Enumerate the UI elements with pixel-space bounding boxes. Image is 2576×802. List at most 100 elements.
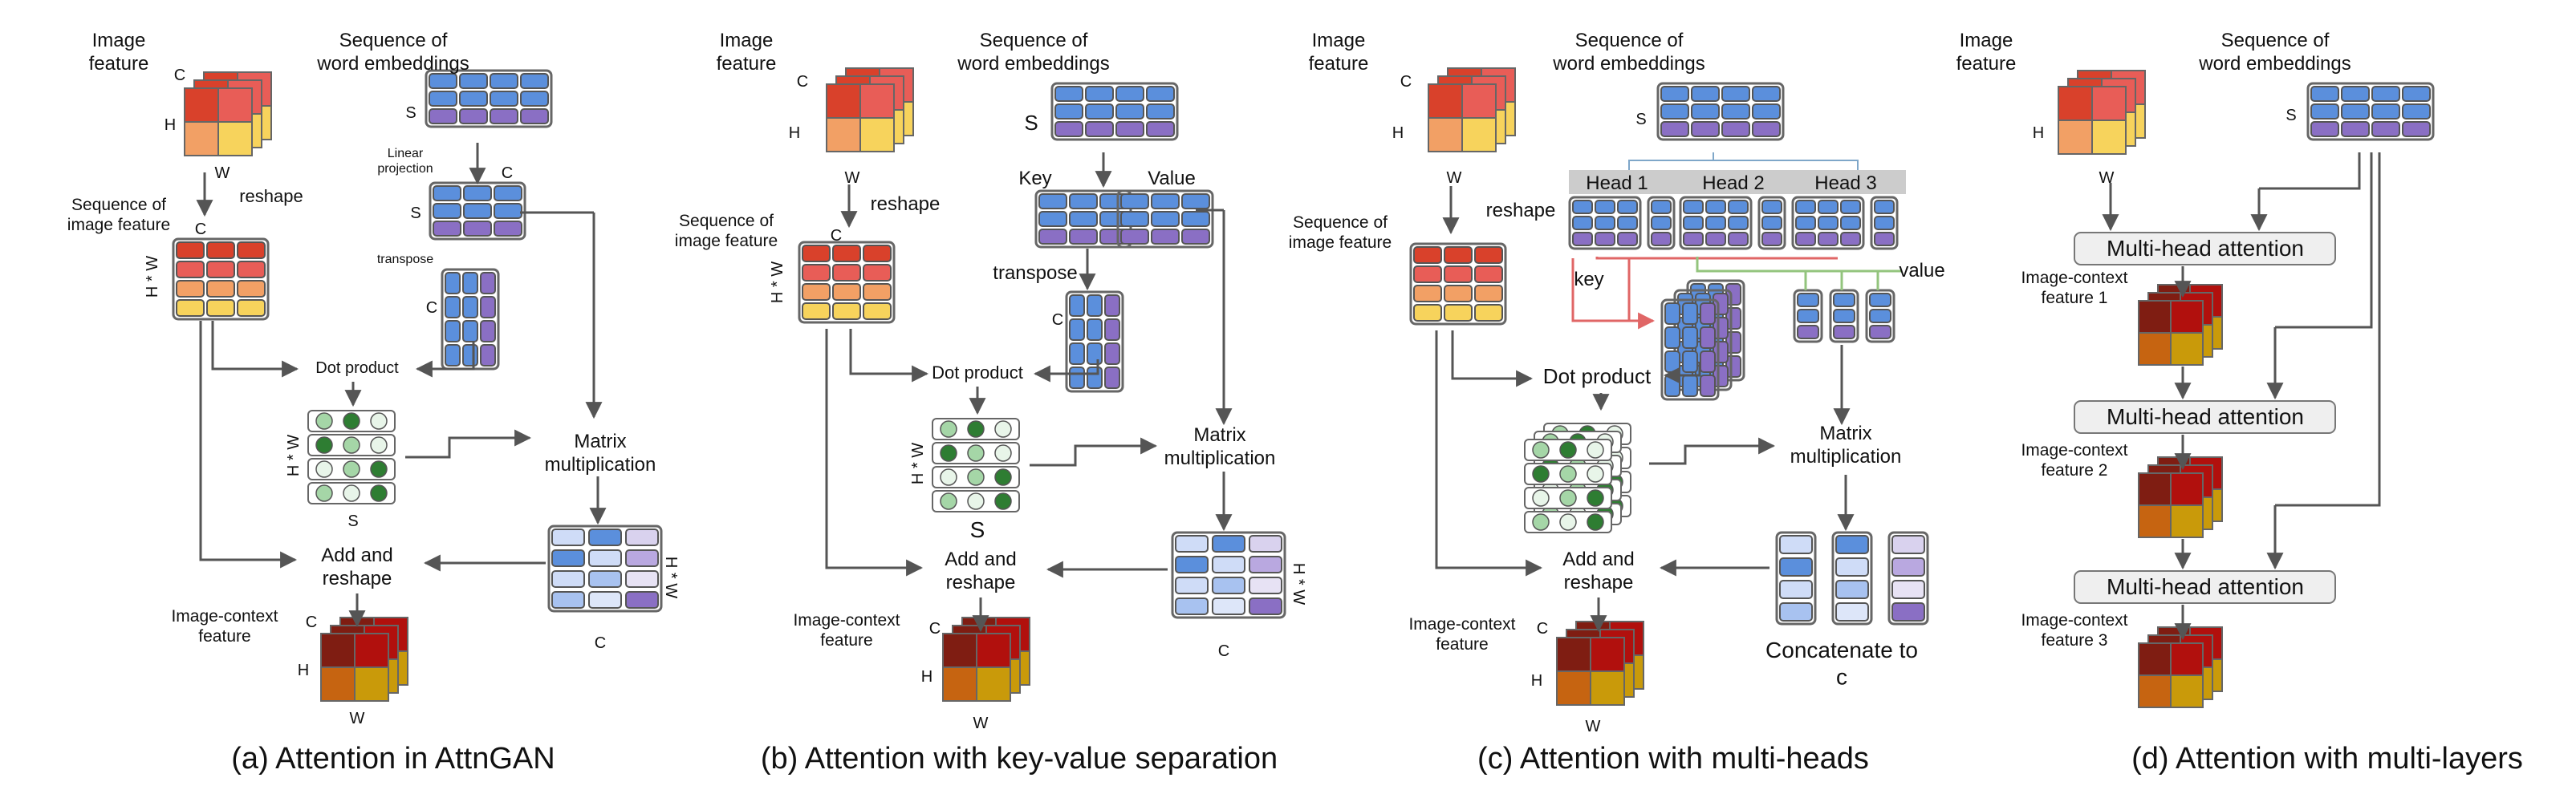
attention-map-stack bbox=[1524, 423, 1631, 533]
transpose-label: transpose bbox=[993, 262, 1077, 284]
word-embeddings bbox=[2306, 82, 2435, 141]
arrow-attn-to-matmul bbox=[1649, 437, 1776, 465]
dim-c-label: C bbox=[1218, 642, 1229, 660]
arrow-to-dot bbox=[1451, 330, 1534, 387]
dim-w-label: W bbox=[1447, 169, 1462, 187]
dim-w-label: W bbox=[2099, 169, 2115, 187]
dim-s-label: S bbox=[970, 517, 985, 542]
value-column bbox=[1865, 289, 1895, 343]
dim-hw-label: H * W bbox=[662, 557, 680, 598]
dim-c-label: C bbox=[797, 73, 808, 91]
value-column bbox=[1793, 289, 1823, 343]
dim-h-label: H bbox=[1531, 672, 1542, 690]
dim-c-label: C bbox=[595, 634, 606, 652]
multi-head-attention-label: Multi-head attention bbox=[2107, 574, 2304, 599]
arrow-to-dot bbox=[849, 329, 929, 383]
image-context-cube-2 bbox=[2138, 456, 2223, 538]
dim-s-label: S bbox=[405, 104, 416, 122]
dim-s-label: S bbox=[347, 512, 358, 530]
head-value-3 bbox=[1870, 196, 1899, 250]
attention-output bbox=[547, 525, 663, 613]
dim-c-label: C bbox=[502, 164, 513, 182]
image-feature-cube bbox=[1428, 67, 1516, 152]
dim-h-label: H bbox=[921, 668, 932, 686]
heads-band bbox=[1569, 170, 1906, 194]
dim-c-label: C bbox=[1400, 73, 1412, 91]
attention-output bbox=[1171, 531, 1286, 619]
head-value-1 bbox=[1647, 196, 1676, 250]
connector bbox=[1696, 257, 1902, 273]
dim-h-label: H bbox=[789, 124, 800, 142]
connector bbox=[2275, 152, 2373, 329]
head-label: Head 1 bbox=[1586, 172, 1648, 194]
head-key-3 bbox=[1791, 196, 1865, 250]
dim-w-label: W bbox=[215, 164, 230, 182]
multi-head-attention-label: Multi-head attention bbox=[2107, 236, 2304, 261]
image-context-cube-1 bbox=[2138, 284, 2223, 366]
dim-h-label: H bbox=[2033, 124, 2044, 142]
image-context-cube bbox=[320, 617, 408, 702]
dim-c-label: C bbox=[306, 614, 317, 631]
transposed-key-stack bbox=[1660, 298, 1720, 401]
image-context-cube bbox=[1556, 621, 1644, 706]
dim-hw-label: H * W bbox=[1290, 563, 1307, 605]
arrow-to-dot bbox=[1663, 363, 1701, 384]
dim-s-label: S bbox=[410, 205, 421, 222]
key-label: Key bbox=[1018, 168, 1051, 189]
multi-head-attention-label: Multi-head attention bbox=[2107, 404, 2304, 429]
dim-hw-label: H * W bbox=[769, 261, 786, 303]
connector bbox=[2259, 152, 2361, 190]
arrow-attn-to-matmul bbox=[405, 429, 532, 459]
reshape-label: reshape bbox=[1486, 200, 1556, 221]
seq-image-feature bbox=[1409, 242, 1507, 326]
connector bbox=[2275, 152, 2381, 507]
connector bbox=[1595, 257, 1838, 260]
dim-c-label: C bbox=[174, 67, 185, 84]
head-label: Head 2 bbox=[1702, 172, 1764, 194]
dim-c-label: C bbox=[831, 227, 842, 245]
head-key-2 bbox=[1679, 196, 1753, 250]
arrow-to-dot bbox=[211, 321, 299, 378]
head-value-2 bbox=[1757, 196, 1786, 250]
dim-c-label: C bbox=[1052, 311, 1063, 329]
dim-hw-label: H * W bbox=[144, 256, 161, 298]
dim-h-label: H bbox=[165, 116, 176, 134]
dim-c-label: C bbox=[195, 221, 206, 238]
connector bbox=[1713, 160, 1859, 170]
connector bbox=[1628, 152, 1714, 170]
dot-product-label: Dot product bbox=[315, 359, 399, 377]
value-label: value bbox=[1899, 260, 1944, 282]
dim-s-label: S bbox=[1024, 111, 1038, 135]
image-context-cube-3 bbox=[2138, 626, 2223, 708]
head-key-1 bbox=[1568, 196, 1642, 250]
projected-embeddings bbox=[429, 181, 526, 241]
dim-w-label: W bbox=[845, 169, 860, 187]
value-embeddings bbox=[1116, 189, 1214, 249]
arrow-to-dot bbox=[1033, 359, 1099, 383]
dim-hw-label: H * W bbox=[285, 435, 303, 476]
transposed-keys bbox=[1065, 290, 1124, 393]
seq-image-feature bbox=[172, 237, 270, 321]
image-feature-cube bbox=[826, 67, 914, 152]
arrow-attn-to-matmul bbox=[1030, 437, 1158, 467]
dim-h-label: H bbox=[1392, 124, 1404, 142]
image-context-cube bbox=[942, 617, 1030, 702]
caption-d: (d) Attention with multi-layers bbox=[2131, 742, 2523, 776]
arrow-key-heads bbox=[1571, 258, 1656, 330]
